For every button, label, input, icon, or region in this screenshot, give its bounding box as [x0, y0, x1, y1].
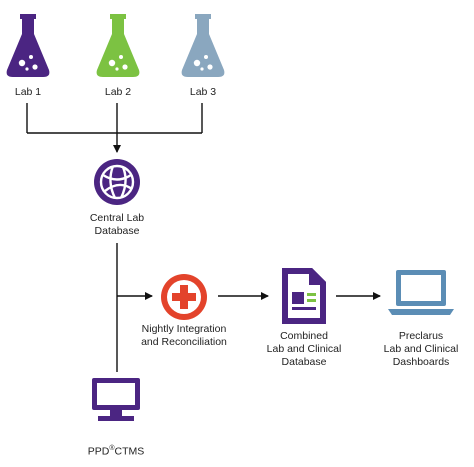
lab3-label: Lab 3	[189, 86, 217, 98]
central-database-label: Central Lab Database	[89, 212, 145, 237]
desktop-computer-icon	[92, 378, 140, 421]
nightly-integration-label: Nightly Integration and Reconciliation	[141, 323, 227, 348]
globe-network-icon	[94, 159, 140, 205]
preclarus-dashboards-label: Preclarus Lab and Clinical Dashboards	[383, 330, 459, 368]
lab1-label: Lab 1	[14, 86, 42, 98]
document-icon	[282, 268, 326, 324]
ppd-ctms-label: PPD®CTMS	[87, 445, 145, 458]
lab2-label: Lab 2	[104, 86, 132, 98]
plus-circle-icon	[161, 274, 207, 320]
combined-database-label: Combined Lab and Clinical Database	[266, 330, 342, 368]
laptop-icon	[388, 270, 454, 315]
flask-icon	[96, 14, 140, 77]
connector-lines	[26, 103, 381, 372]
flask-icon	[6, 14, 50, 77]
flask-icon	[181, 14, 225, 77]
